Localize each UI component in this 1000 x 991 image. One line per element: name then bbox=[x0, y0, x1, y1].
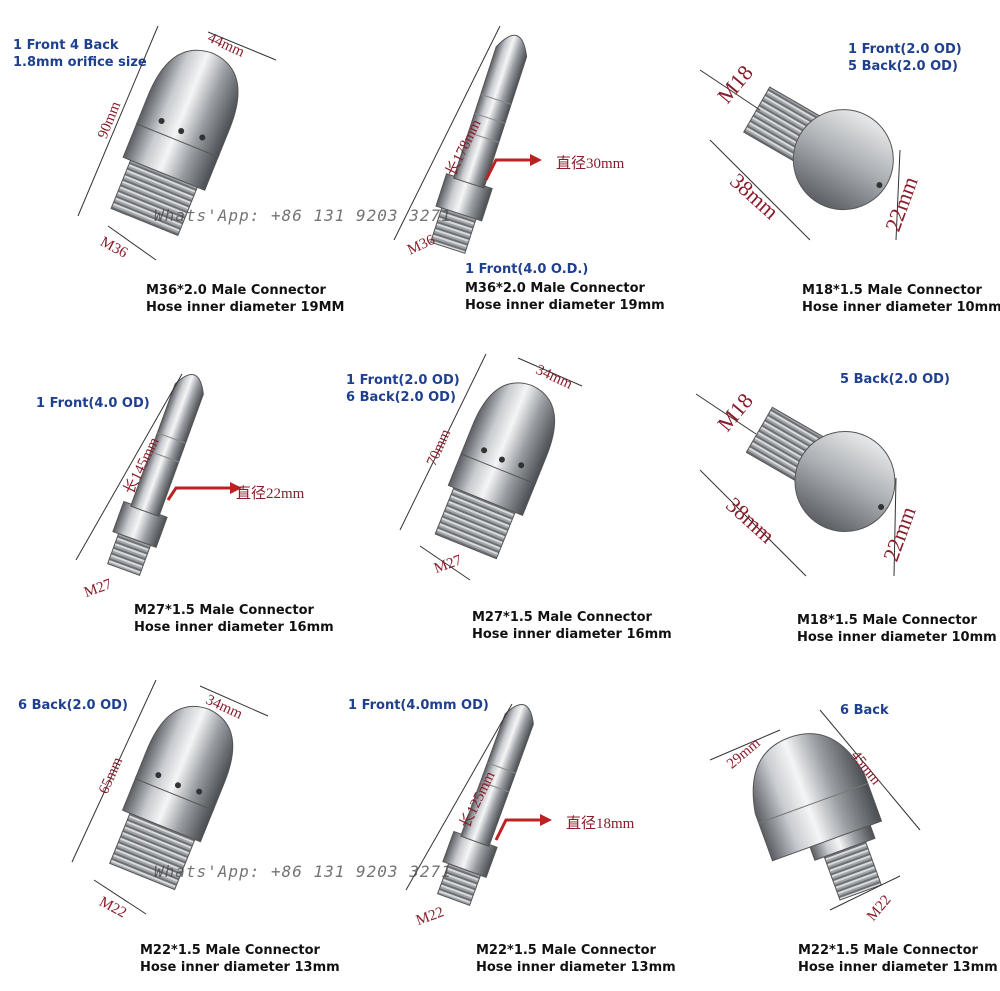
product-1-caption-2: Hose inner diameter 19MM bbox=[146, 300, 345, 315]
product-8-note-line-1: 1 Front(4.0mm OD) bbox=[348, 698, 489, 713]
product-9-note-line-1: 6 Back bbox=[840, 703, 889, 718]
product-7-caption-2: Hose inner diameter 13mm bbox=[140, 960, 340, 975]
product-8-caption-1: M22*1.5 Male Connector bbox=[476, 943, 656, 958]
product-7-caption-1: M22*1.5 Male Connector bbox=[140, 943, 320, 958]
product-7-note-line-1: 6 Back(2.0 OD) bbox=[18, 698, 128, 713]
product-4-note-line-1: 1 Front(4.0 OD) bbox=[36, 396, 150, 411]
product-3-caption-1: M18*1.5 Male Connector bbox=[802, 283, 982, 298]
product-3-note-line-2: 5 Back(2.0 OD) bbox=[848, 59, 958, 74]
long-rod-nozzle-image bbox=[405, 703, 552, 906]
product-5-caption-1: M27*1.5 Male Connector bbox=[472, 610, 652, 625]
product-6-caption-2: Hose inner diameter 10mm bbox=[797, 630, 997, 645]
product-5-note-line-2: 6 Back(2.0 OD) bbox=[346, 390, 456, 405]
product-2-caption-2: Hose inner diameter 19mm bbox=[465, 298, 665, 313]
conical-nozzle-image bbox=[709, 709, 921, 911]
bullet-nozzle-image bbox=[77, 25, 277, 261]
product-3-caption-2: Hose inner diameter 10mm bbox=[802, 300, 1000, 315]
product-1-note-line-1: 1 Front 4 Back bbox=[13, 38, 119, 53]
product-2-diameter-dim: 直径30mm bbox=[556, 156, 625, 172]
product-4-caption-2: Hose inner diameter 16mm bbox=[134, 620, 334, 635]
watermark-bottom: Whats'App: +86 131 9203 3271 bbox=[154, 862, 452, 881]
ball-nozzle-image bbox=[699, 69, 901, 241]
bullet-nozzle-image bbox=[399, 353, 583, 581]
product-6-note-line-1: 5 Back(2.0 OD) bbox=[840, 372, 950, 387]
long-rod-nozzle-image bbox=[75, 373, 242, 576]
bullet-nozzle-image bbox=[71, 679, 269, 915]
product-6-caption-1: M18*1.5 Male Connector bbox=[797, 613, 977, 628]
product-1-note-line-2: 1.8mm orifice size bbox=[13, 55, 147, 70]
long-rod-nozzle-image bbox=[393, 25, 542, 254]
product-9-caption-1: M22*1.5 Male Connector bbox=[798, 943, 978, 958]
product-8-caption-2: Hose inner diameter 13mm bbox=[476, 960, 676, 975]
product-8-diameter-dim: 直径18mm bbox=[566, 816, 635, 832]
product-9-caption-2: Hose inner diameter 13mm bbox=[798, 960, 998, 975]
product-5-note-line-1: 1 Front(2.0 OD) bbox=[346, 373, 460, 388]
product-2-note-line-1: 1 Front(4.0 O.D.) bbox=[465, 262, 589, 277]
product-5-caption-2: Hose inner diameter 16mm bbox=[472, 627, 672, 642]
product-4-caption-1: M27*1.5 Male Connector bbox=[134, 603, 314, 618]
product-1-caption-1: M36*2.0 Male Connector bbox=[146, 283, 326, 298]
watermark-top: Whats'App: +86 131 9203 3271 bbox=[154, 206, 452, 225]
product-2-caption-1: M36*2.0 Male Connector bbox=[465, 281, 645, 296]
ball-nozzle-image bbox=[695, 393, 897, 577]
product-3-note-line-1: 1 Front(2.0 OD) bbox=[848, 42, 962, 57]
product-4-diameter-dim: 直径22mm bbox=[236, 486, 305, 502]
